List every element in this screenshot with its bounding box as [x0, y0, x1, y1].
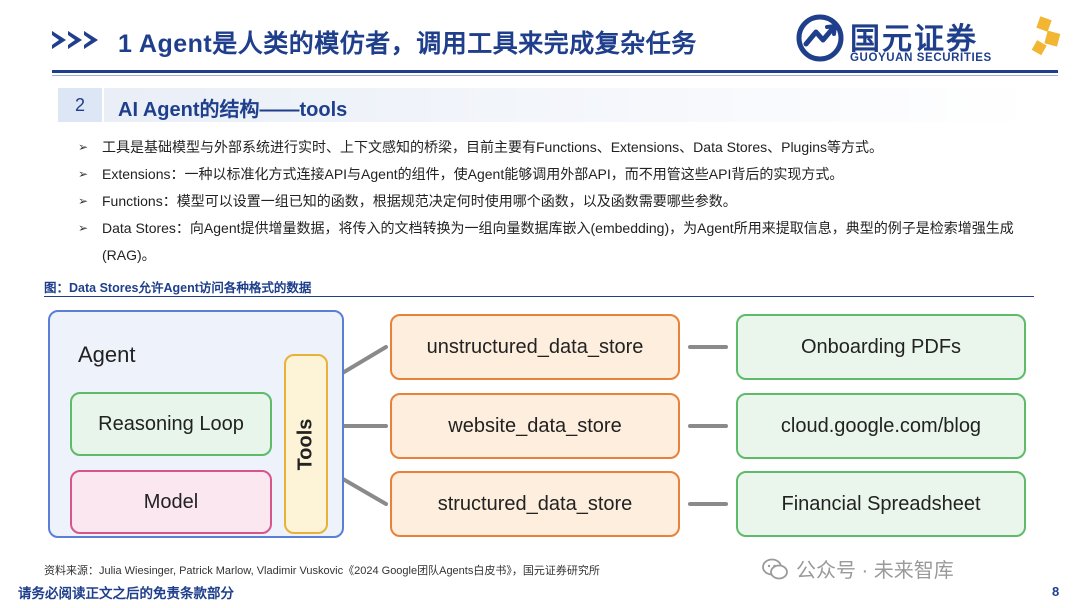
- guoyuan-logo-icon: [796, 14, 844, 62]
- logo-sparkle-icon: [1031, 16, 1061, 56]
- financial-spreadsheet-box: Financial Spreadsheet: [736, 471, 1026, 537]
- disclaimer: 请务必阅读正文之后的免责条款部分: [18, 586, 234, 601]
- unstructured-data-store-box: unstructured_data_store: [390, 314, 680, 380]
- list-item: ➢ Data Stores：向Agent提供增量数据，将传入的文档转换为一组向量数…: [78, 215, 1038, 269]
- bullet-text: 工具是基础模型与外部系统进行实时、上下文感知的桥梁，目前主要有Functions…: [102, 139, 884, 155]
- logo-chinese-name: 国元证券: [850, 22, 978, 57]
- bullet-text: Functions：模型可以设置一组已知的函数，根据规范决定何时使用哪个函数，以…: [102, 193, 737, 209]
- watermark: 公众号 · 未来智库: [762, 554, 954, 583]
- section-band: [104, 88, 1032, 122]
- source-note: 资料来源：Julia Wiesinger, Patrick Marlow, Vl…: [44, 565, 600, 577]
- tools-box: Tools: [284, 354, 328, 534]
- watermark-text: 公众号 · 未来智库: [796, 560, 954, 582]
- google-blog-box: cloud.google.com/blog: [736, 393, 1026, 459]
- header-divider-thin: [52, 75, 1058, 76]
- onboarding-pdfs-box: Onboarding PDFs: [736, 314, 1026, 380]
- bullet-arrow-icon: ➢: [78, 221, 89, 235]
- figure-caption: 图：Data Stores允许Agent访问各种格式的数据: [44, 281, 312, 295]
- page-number: 8: [1052, 584, 1060, 599]
- list-item: ➢ Functions：模型可以设置一组已知的函数，根据规范决定何时使用哪个函数，…: [78, 188, 1038, 215]
- page-title: 1 Agent是人类的模仿者，调用工具来完成复杂任务: [118, 30, 697, 58]
- section-number: 2: [58, 88, 102, 122]
- figure-divider: [44, 296, 1034, 297]
- company-logo: 国元证券 GUOYUAN SECURITIES: [796, 12, 1066, 68]
- structured-data-store-box: structured_data_store: [390, 471, 680, 537]
- bullet-arrow-icon: ➢: [78, 140, 89, 154]
- data-store-diagram: Agent Reasoning Loop Model Tools unstruc…: [44, 302, 1034, 542]
- bullet-arrow-icon: ➢: [78, 194, 89, 208]
- logo-english-name: GUOYUAN SECURITIES: [850, 52, 992, 64]
- bullet-list: ➢ 工具是基础模型与外部系统进行实时、上下文感知的桥梁，目前主要有Function…: [78, 134, 1038, 269]
- title-chevrons-icon: [52, 31, 98, 49]
- reasoning-loop-box: Reasoning Loop: [70, 392, 272, 456]
- model-box: Model: [70, 470, 272, 534]
- agent-label: Agent: [78, 342, 136, 367]
- bullet-text: Extensions：一种以标准化方式连接API与Agent的组件，使Agent…: [102, 166, 844, 182]
- bullet-arrow-icon: ➢: [78, 167, 89, 181]
- tools-label: Tools: [294, 418, 317, 470]
- website-data-store-box: website_data_store: [390, 393, 680, 459]
- list-item: ➢ 工具是基础模型与外部系统进行实时、上下文感知的桥梁，目前主要有Function…: [78, 134, 1038, 161]
- wechat-icon: [762, 558, 788, 579]
- list-item: ➢ Extensions：一种以标准化方式连接API与Agent的组件，使Agen…: [78, 161, 1038, 188]
- header: 1 Agent是人类的模仿者，调用工具来完成复杂任务 国元证券 GUOYUAN …: [0, 0, 1080, 78]
- header-divider: [52, 70, 1058, 73]
- section-title: AI Agent的结构——tools: [118, 99, 348, 121]
- agent-box: Agent Reasoning Loop Model Tools: [48, 310, 344, 538]
- bullet-text: Data Stores：向Agent提供增量数据，将传入的文档转换为一组向量数据…: [102, 220, 1014, 263]
